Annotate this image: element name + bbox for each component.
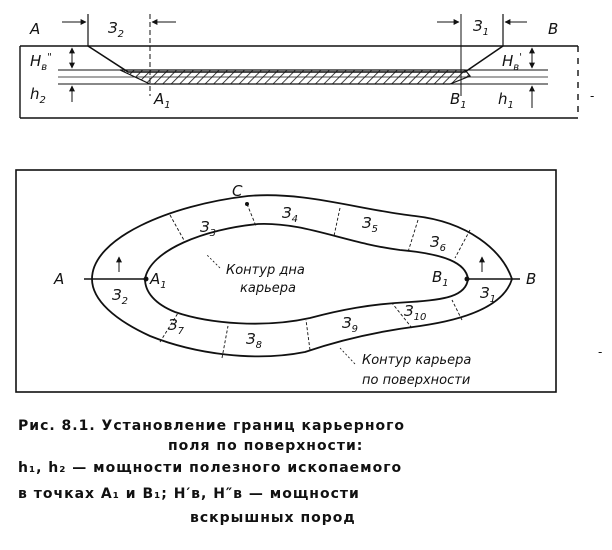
label-point-b: B xyxy=(548,20,558,38)
label-point-b1: B1 xyxy=(450,90,467,111)
leader-surface-contour xyxy=(339,347,356,365)
plan-view: A B C A1 B1 З1 З2 З3 З4 З5 З6 З7 З8 З9 З… xyxy=(15,169,602,393)
plan-label-b1: B1 xyxy=(432,268,449,289)
bottom-contour-label-2: карьера xyxy=(240,281,296,296)
zone-label-9: З9 xyxy=(342,314,358,335)
cross-section: A B З2 З1 Hв" Hв' h2 h1 A1 B1 - xyxy=(19,14,594,119)
leader-bottom-contour xyxy=(205,253,221,269)
zone-label-2: З2 xyxy=(112,286,128,307)
stray-mark-2: - xyxy=(598,345,602,359)
label-overburden-left: Hв" xyxy=(30,52,52,73)
surface-contour-label-1: Контур карьера xyxy=(362,353,471,368)
surface-contour xyxy=(91,194,513,358)
zone-label-1: З1 xyxy=(480,284,496,305)
caption-line-5: вскрышных пород xyxy=(190,510,356,526)
label-width-2: З2 xyxy=(108,19,124,40)
label-width-1: З1 xyxy=(473,17,489,38)
zone-label-5: З5 xyxy=(362,214,378,235)
surface-contour-label-2: по поверхности xyxy=(362,373,470,388)
caption-line-4: в точках A₁ и B₁; H′в, H″в — мощности xyxy=(18,486,360,502)
label-overburden-right: Hв' xyxy=(502,52,522,73)
label-thickness-1: h1 xyxy=(498,90,514,111)
point-a1-dot xyxy=(143,276,149,282)
caption-line-2: поля по поверхности: xyxy=(168,438,364,454)
plan-label-a: A xyxy=(53,270,64,288)
zone-label-3: З3 xyxy=(200,218,216,239)
caption-line-1: Рис. 8.1. Установление границ карьерного xyxy=(18,418,406,434)
zone-label-6: З6 xyxy=(430,233,446,254)
label-point-a1: A1 xyxy=(153,90,171,111)
zone-label-7: З7 xyxy=(168,316,185,337)
plan-label-b: B xyxy=(526,270,536,288)
zone-label-4: З4 xyxy=(282,204,298,225)
zone-label-8: З8 xyxy=(246,330,262,351)
plan-label-a1: A1 xyxy=(149,270,167,291)
plan-frame xyxy=(15,169,557,393)
bottom-contour xyxy=(144,223,469,325)
bottom-contour-label-1: Контур дна xyxy=(226,263,305,278)
caption-line-3: h₁, h₂ — мощности полезного ископаемого xyxy=(18,460,403,476)
zone-label-10: З10 xyxy=(404,302,426,323)
zone-dividers xyxy=(159,203,471,359)
label-thickness-2: h2 xyxy=(30,85,46,106)
plan-label-c: C xyxy=(232,182,243,200)
point-b1-dot xyxy=(464,276,470,282)
stray-mark: - xyxy=(590,89,594,103)
label-point-a: A xyxy=(29,20,40,38)
